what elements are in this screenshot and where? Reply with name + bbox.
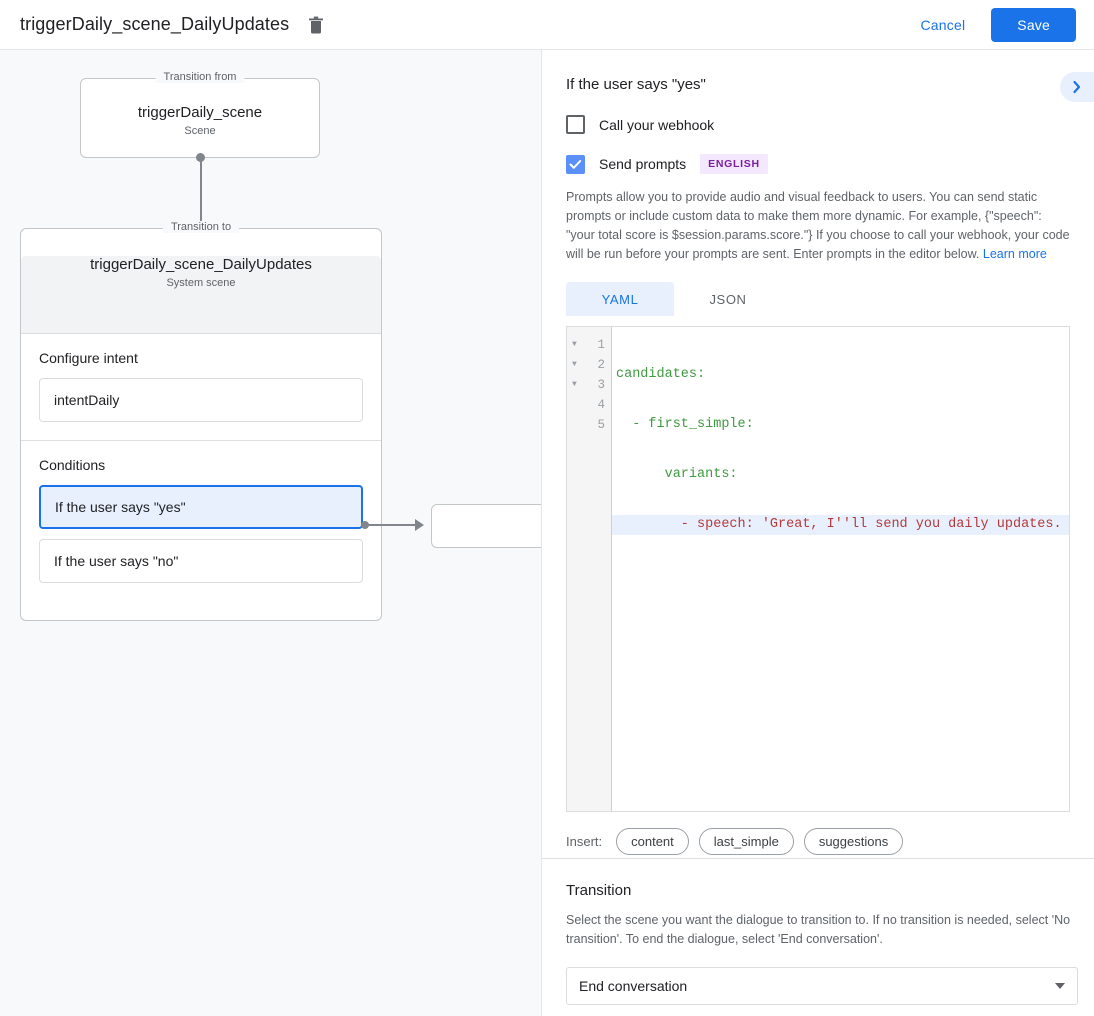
transition-title: Transition [566,882,632,899]
node-transition-from[interactable]: Transition from triggerDaily_scene Scene [80,71,320,158]
prompts-description-text: Prompts allow you to provide audio and v… [566,190,1070,261]
condition-item-yes[interactable]: If the user says "yes" [39,485,363,529]
cancel-button[interactable]: Cancel [907,9,980,41]
code-token-key: candidates: [616,367,706,382]
fold-triangle-icon[interactable]: ▼ [572,360,577,369]
insert-label: Insert: [566,834,603,849]
node-target-empty[interactable] [431,504,541,548]
webhook-row[interactable]: Call your webhook [566,115,1070,134]
gutter-line[interactable]: ▼1 [567,335,611,355]
node-to-title: triggerDaily_scene_DailyUpdates [90,256,312,273]
line-number: 2 [597,358,605,372]
gutter-line[interactable]: 4 [567,395,611,415]
line-number: 5 [597,418,605,432]
condition-edge-line [368,524,416,526]
trash-icon [309,16,324,33]
line-number: 3 [597,378,605,392]
tab-json[interactable]: JSON [674,282,782,316]
code-line-3[interactable]: variants: [612,465,1069,485]
node-from-legend: Transition from [155,71,245,83]
send-prompts-checkbox[interactable] [566,154,585,174]
insert-chip-last-simple[interactable]: last_simple [698,828,794,855]
fold-triangle-icon[interactable]: ▼ [572,340,577,349]
gutter-line[interactable]: ▼2 [567,355,611,375]
page-title: triggerDaily_scene_DailyUpdates [20,14,290,34]
panel-title: If the user says "yes" [566,76,706,93]
gutter-line[interactable]: 5 [567,415,611,435]
conditions-label: Conditions [39,457,106,473]
send-prompts-row[interactable]: Send prompts ENGLISH [566,154,1070,174]
node-to-header: Transition to triggerDaily_scene_DailyUp… [21,221,381,334]
condition-item-no[interactable]: If the user says "no" [39,539,363,583]
scene-graph-canvas[interactable]: Transition from triggerDaily_scene Scene… [0,50,541,1016]
edge-source-dot [196,153,205,162]
code-token-key: - first_simple: [616,417,754,432]
learn-more-link[interactable]: Learn more [982,247,1047,261]
language-badge: ENGLISH [700,154,768,174]
call-webhook-checkbox[interactable] [566,115,585,134]
fold-triangle-icon[interactable]: ▼ [572,380,577,389]
node-from-title: triggerDaily_scene [137,104,263,121]
transition-select-value: End conversation [579,978,688,994]
condition-output-dot [361,521,369,529]
condition-edge-arrow-icon [415,519,424,531]
code-token-string: - speech: 'Great, I''ll send you daily u… [616,517,1062,532]
send-prompts-label: Send prompts [599,156,687,172]
transition-description: Select the scene you want the dialogue t… [566,913,1071,946]
prompt-code-editor[interactable]: ▼1 ▼2 ▼3 4 5 candidates: - first_simple:… [566,326,1070,812]
code-line-5[interactable] [612,565,1069,585]
insert-chips-row: Insert: content last_simple suggestions [566,828,1070,855]
intent-field[interactable]: intentDaily [39,378,363,422]
line-number: 1 [597,338,605,352]
code-line-2[interactable]: - first_simple: [612,415,1069,435]
node-to-subtitle: System scene [166,277,236,289]
format-tabs: YAML JSON [566,282,1070,316]
configure-intent-section: Configure intent intentDaily [21,334,381,440]
transition-select[interactable]: End conversation [566,967,1078,1005]
insert-chip-content[interactable]: content [616,828,689,855]
configure-intent-label: Configure intent [39,350,138,366]
tab-yaml[interactable]: YAML [566,282,674,316]
save-button[interactable]: Save [991,7,1076,42]
node-to-legend: Transition to [162,221,240,233]
panel-section-divider [542,858,1094,859]
conditions-section: Conditions If the user says "yes" If the… [21,440,381,611]
panel-content: If the user says "yes" Call your webhook… [542,50,1094,855]
check-icon [569,159,582,169]
node-from-subtitle: Scene [184,125,216,137]
prompts-description: Prompts allow you to provide audio and v… [566,188,1070,264]
top-bar: triggerDaily_scene_DailyUpdates Cancel S… [0,0,1094,50]
editor-code-area[interactable]: candidates: - first_simple: variants: - … [612,327,1069,811]
chevron-right-icon [1073,80,1081,94]
delete-button[interactable] [303,12,329,38]
transition-section: Transition Select the scene you want the… [566,882,1078,1005]
line-number: 4 [597,398,605,412]
chevron-down-icon [1055,983,1065,989]
call-webhook-label: Call your webhook [599,116,715,133]
code-line-1[interactable]: candidates: [612,365,1069,385]
editor-gutter: ▼1 ▼2 ▼3 4 5 [567,327,612,811]
condition-detail-panel: If the user says "yes" Call your webhook… [541,50,1094,1016]
code-token-key: variants: [616,467,738,482]
gutter-line[interactable]: ▼3 [567,375,611,395]
node-transition-to[interactable]: Transition to triggerDaily_scene_DailyUp… [20,221,382,621]
code-line-4[interactable]: - speech: 'Great, I''ll send you daily u… [612,515,1069,535]
edge-line-vertical [200,160,202,250]
insert-chip-suggestions[interactable]: suggestions [803,828,904,855]
expand-panel-button[interactable] [1060,72,1094,102]
